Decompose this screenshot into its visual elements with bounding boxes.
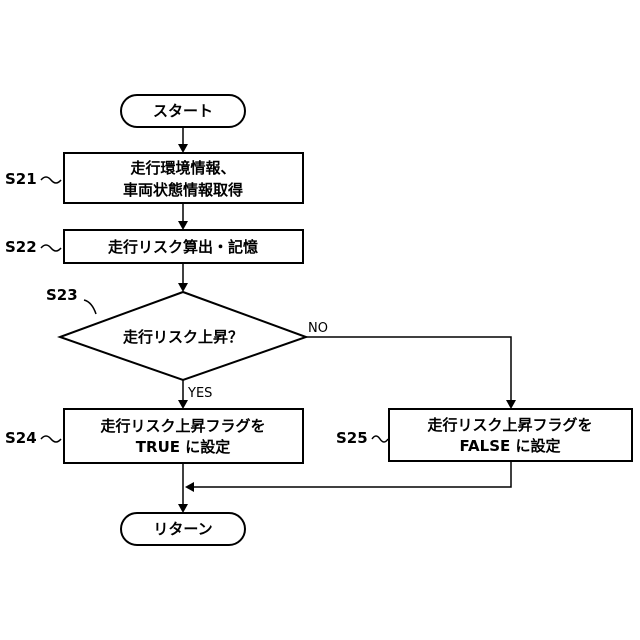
process-s22: 走行リスク算出・記憶 S22: [5, 230, 303, 263]
arrowhead: [178, 400, 188, 409]
s21-leader: [41, 177, 61, 183]
s24-text-line1: 走行リスク上昇フラグを: [100, 417, 265, 435]
s22-text: 走行リスク算出・記憶: [108, 238, 258, 256]
connector-no-s25: [306, 337, 511, 402]
arrowhead: [506, 400, 516, 409]
s24-leader: [41, 436, 61, 442]
s24-step-label: S24: [5, 429, 37, 447]
s21-text-line1: 走行環境情報、: [130, 159, 235, 177]
s21-step-label: S21: [5, 170, 37, 188]
s25-text-line1: 走行リスク上昇フラグを: [427, 416, 592, 434]
s23-leader: [84, 300, 96, 314]
start-text: スタート: [153, 102, 213, 120]
process-s24: 走行リスク上昇フラグを TRUE に設定 S24: [5, 409, 303, 463]
connector-s25-merge: [192, 461, 511, 487]
arrowhead: [178, 283, 188, 292]
end-terminal: リターン: [121, 513, 245, 545]
arrowhead: [178, 504, 188, 513]
s25-leader: [372, 436, 388, 442]
s23-no-label: NO: [308, 321, 328, 336]
decision-s23: 走行リスク上昇？ S23 NO YES: [46, 286, 328, 401]
s23-step-label: S23: [46, 286, 78, 304]
arrowhead: [178, 221, 188, 230]
s25-text-line2: FALSE に設定: [460, 437, 561, 455]
arrowhead: [178, 144, 188, 153]
end-text: リターン: [153, 520, 212, 538]
s23-text: 走行リスク上昇？: [123, 328, 243, 346]
process-s21: 走行環境情報、 車両状態情報取得 S21: [5, 153, 303, 203]
arrowhead: [185, 482, 194, 492]
s22-leader: [41, 245, 61, 251]
s21-text-line2: 車両状態情報取得: [123, 181, 243, 199]
start-terminal: スタート: [121, 95, 245, 127]
process-s25: 走行リスク上昇フラグを FALSE に設定 S25: [336, 409, 632, 461]
s22-step-label: S22: [5, 238, 37, 256]
s23-yes-label: YES: [187, 386, 212, 401]
s25-step-label: S25: [336, 429, 368, 447]
s24-text-line2: TRUE に設定: [136, 438, 230, 456]
